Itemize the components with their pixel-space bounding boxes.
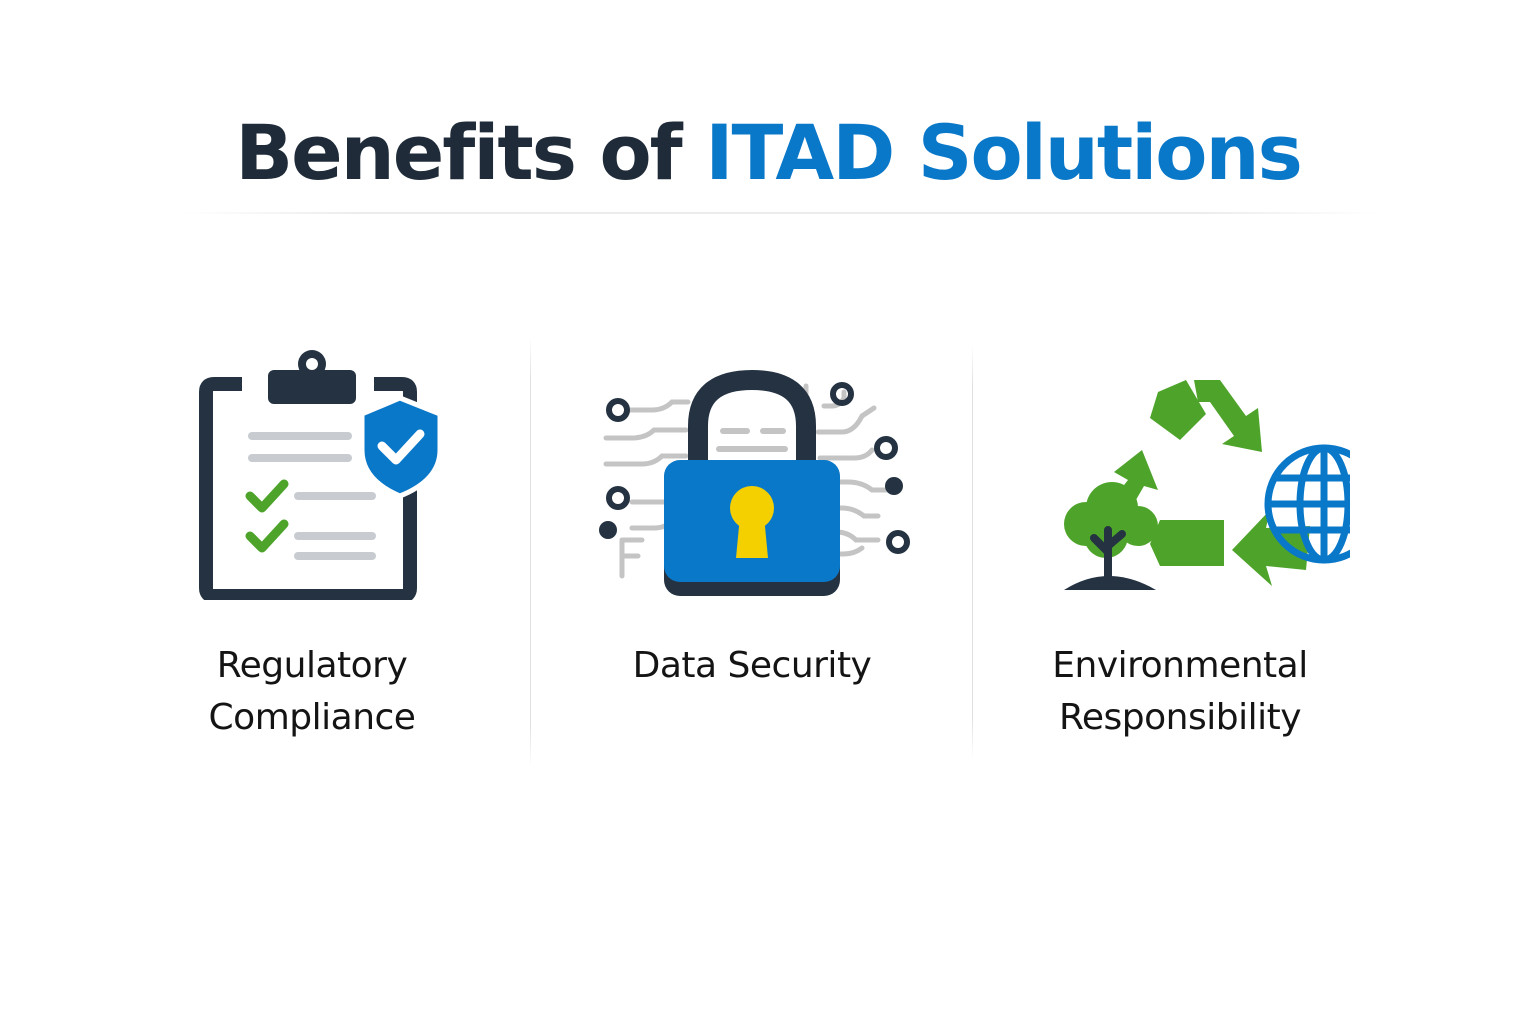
recycle-tree-globe-icon <box>1064 380 1350 590</box>
page-title: Benefits of ITAD Solutions <box>0 108 1536 197</box>
benefit-label: Data Security <box>532 640 972 692</box>
benefit-label: Environmental Responsibility <box>960 640 1400 744</box>
benefit-label: Regulatory Compliance <box>92 640 532 744</box>
benefit-icon-wrap <box>960 340 1400 610</box>
benefit-label-line-1: Environmental <box>1052 645 1308 686</box>
title-prefix: Benefits of <box>235 108 706 197</box>
benefit-icon-wrap <box>532 340 972 610</box>
benefit-label-line-2: Compliance <box>208 697 416 738</box>
benefit-label-line-1: Regulatory <box>216 645 408 686</box>
benefit-regulatory-compliance: Regulatory Compliance <box>92 340 532 744</box>
column-divider-1 <box>530 336 531 768</box>
benefit-label-line-1: Data Security <box>632 645 872 686</box>
benefit-environmental-responsibility: Environmental Responsibility <box>960 340 1400 744</box>
title-divider <box>180 212 1380 214</box>
benefit-icon-wrap <box>92 340 532 610</box>
title-accent: ITAD Solutions <box>705 108 1303 197</box>
column-divider-2 <box>972 344 973 760</box>
clipboard-shield-check-icon <box>199 350 442 600</box>
benefit-label-line-2: Responsibility <box>1058 697 1302 738</box>
benefit-data-security: Data Security <box>532 340 972 692</box>
padlock-circuit-icon <box>599 369 910 596</box>
